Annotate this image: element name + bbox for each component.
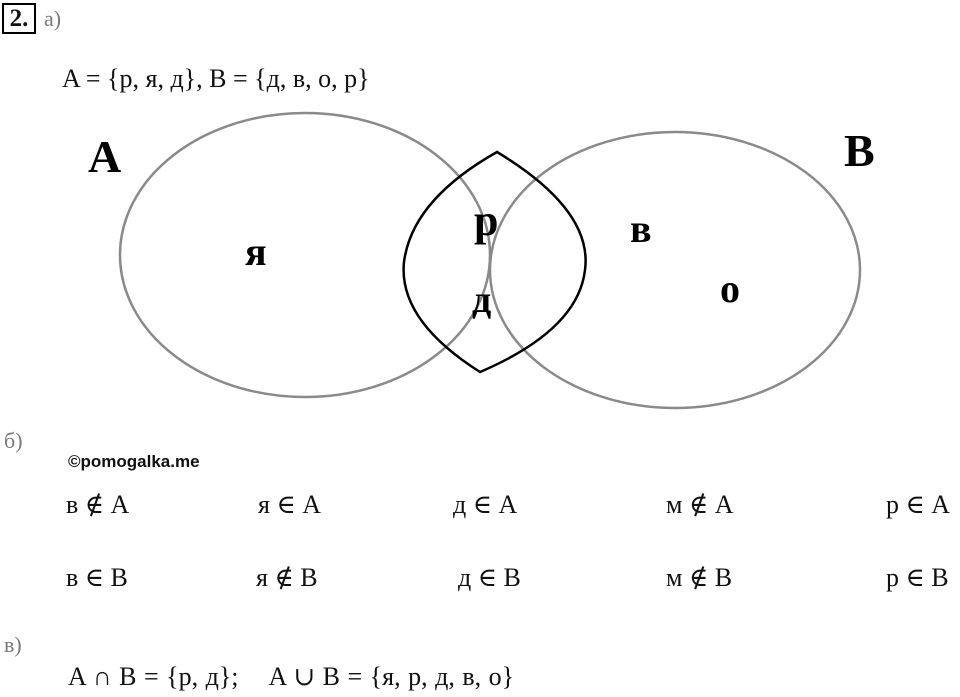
intersection-region bbox=[490, 132, 860, 408]
set-b-label: B bbox=[844, 125, 875, 176]
membership-statement: д ∈ B bbox=[458, 563, 521, 592]
part-c-label: в) bbox=[4, 632, 22, 657]
membership-statement: в ∉ A bbox=[66, 490, 130, 519]
watermark: ©pomogalka.me bbox=[68, 452, 200, 471]
intersection-outline bbox=[402, 150, 587, 374]
element-intersection-0: р bbox=[474, 196, 498, 245]
set-b-circle bbox=[488, 130, 862, 410]
part-a-label: а) bbox=[44, 6, 62, 31]
element-only-b-0: в bbox=[630, 206, 652, 251]
membership-statement: р ∈ B bbox=[886, 563, 949, 592]
set-definition: A = {р, я, д}, B = {д, в, о, р} bbox=[62, 64, 370, 93]
union-result: A ∪ B = {я, р, д, в, о} bbox=[268, 662, 515, 691]
part-b-label: б) bbox=[4, 428, 23, 453]
set-a-label: A bbox=[88, 131, 121, 182]
membership-statement: я ∉ B bbox=[256, 563, 318, 592]
intersection-result: A ∩ B = {р, д}; bbox=[68, 662, 239, 691]
membership-statement: д ∈ A bbox=[453, 490, 518, 519]
venn-diagram: A B я р д в о bbox=[88, 111, 875, 410]
set-a-circle bbox=[118, 111, 492, 399]
membership-statement: я ∈ A bbox=[258, 490, 321, 519]
element-only-a-0: я bbox=[245, 229, 267, 274]
task-number: 2. bbox=[2, 3, 36, 34]
membership-statement: в ∈ B bbox=[66, 563, 128, 592]
element-intersection-1: д bbox=[472, 279, 491, 321]
membership-statement: м ∉ B bbox=[666, 563, 733, 592]
membership-statement: р ∈ A bbox=[886, 490, 951, 519]
element-only-b-1: о bbox=[720, 266, 740, 311]
membership-statement: м ∉ A bbox=[666, 490, 734, 519]
result-line: A ∩ B = {р, д}; A ∪ B = {я, р, д, в, о} bbox=[68, 662, 514, 692]
